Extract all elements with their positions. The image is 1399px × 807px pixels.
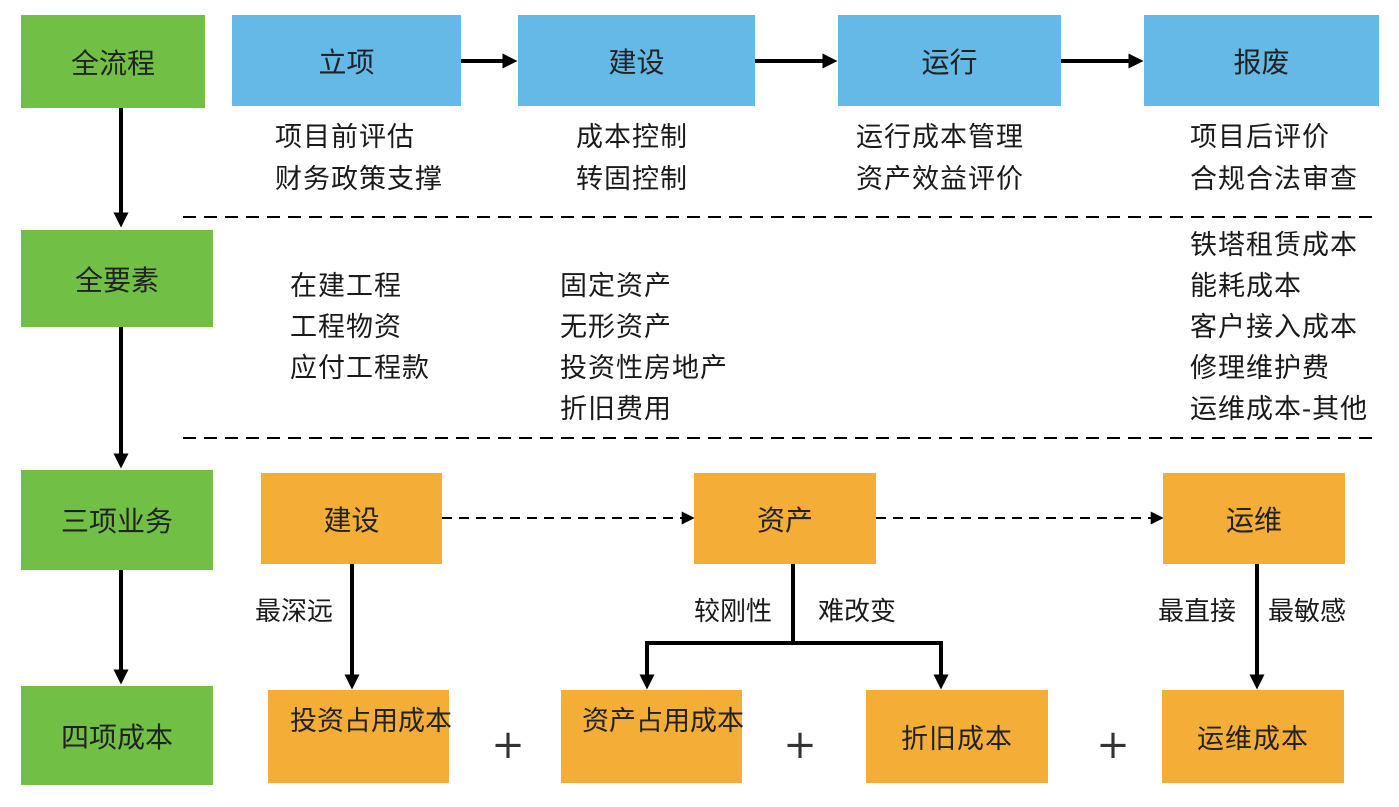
cost-label: 折旧成本 — [901, 724, 1013, 755]
dimension-box-full-elements: 全要素 — [21, 230, 213, 327]
list-item: 在建工程 — [290, 271, 402, 302]
edge-label-asset-right: 难改变 — [818, 597, 897, 627]
list-item: 铁塔租赁成本 — [1190, 230, 1358, 261]
business-label: 资产 — [756, 503, 813, 537]
list-item: 无形资产 — [560, 312, 672, 343]
list-item: 工程物资 — [290, 312, 402, 343]
business-box-asset: 资产 — [694, 473, 876, 564]
edge-label-construction: 最深远 — [255, 597, 334, 627]
element-group-construction: 在建工程 工程物资 应付工程款 — [290, 266, 430, 389]
list-item: 修理维护费 — [1190, 353, 1330, 384]
plus-operator: + — [783, 722, 817, 768]
stage-items-initiation: 项目前评估 财务政策支撑 — [275, 117, 443, 201]
list-item: 能耗成本 — [1190, 271, 1302, 302]
dimension-label: 全要素 — [74, 263, 159, 297]
stage-items-operation: 运行成本管理 资产效益评价 — [856, 117, 1024, 201]
dimension-box-full-process: 全流程 — [21, 15, 205, 108]
element-group-assets: 固定资产 无形资产 投资性房地产 折旧费用 — [560, 266, 728, 430]
dimension-label: 三项业务 — [60, 505, 173, 538]
stage-box-operation: 运行 — [838, 15, 1061, 106]
list-item: 成本控制 — [576, 122, 688, 153]
business-label: 建设 — [323, 503, 380, 537]
stage-items-retirement: 项目后评价 合规合法审查 — [1190, 117, 1358, 201]
edge-label-ops-right: 最敏感 — [1268, 597, 1347, 627]
stage-label: 立项 — [318, 45, 375, 79]
dimension-label: 四项成本 — [60, 720, 173, 754]
stage-box-retirement: 报废 — [1144, 15, 1379, 106]
list-item: 项目后评价 — [1190, 122, 1330, 153]
stage-box-initiation: 立项 — [232, 15, 461, 106]
plus-operator: + — [491, 722, 525, 768]
cost-label: 投资占用成本 — [290, 706, 452, 737]
arrow-asset-to-asset-cost — [639, 641, 795, 690]
list-item: 应付工程款 — [290, 353, 430, 384]
stage-label: 报废 — [1233, 45, 1290, 79]
list-item: 转固控制 — [576, 164, 688, 195]
edge-label-asset-left: 较刚性 — [694, 597, 773, 627]
stage-box-construction: 建设 — [518, 15, 755, 106]
cost-box-operations: 运维成本 — [1162, 690, 1344, 783]
stage-items-construction: 成本控制 转固控制 — [576, 117, 688, 201]
list-item: 投资性房地产 — [560, 353, 728, 384]
list-item: 项目前评估 — [275, 122, 415, 153]
list-item: 财务政策支撑 — [275, 164, 443, 195]
cost-label: 资产占用成本 — [582, 706, 744, 737]
stage-label: 运行 — [921, 45, 978, 79]
list-item: 资产效益评价 — [856, 164, 1024, 195]
list-item: 运维成本-其他 — [1190, 394, 1369, 425]
list-item: 合规合法审查 — [1190, 164, 1358, 195]
business-box-operations: 运维 — [1163, 473, 1345, 564]
plus-operator: + — [1096, 722, 1130, 768]
business-label: 运维 — [1225, 503, 1282, 537]
list-item: 折旧费用 — [560, 394, 672, 425]
edge-label-ops-left: 最直接 — [1158, 597, 1237, 627]
dimension-label: 全流程 — [70, 46, 155, 80]
cost-box-asset-occupancy: 资产占用成本 — [561, 690, 744, 783]
business-box-construction: 建设 — [261, 473, 442, 564]
dimension-box-four-costs: 四项成本 — [21, 686, 213, 785]
stage-label: 建设 — [608, 45, 665, 79]
dimension-box-three-businesses: 三项业务 — [21, 470, 213, 570]
list-item: 运行成本管理 — [856, 122, 1024, 153]
cost-box-depreciation: 折旧成本 — [866, 690, 1048, 783]
list-item: 客户接入成本 — [1190, 312, 1358, 343]
element-group-operations: 铁塔租赁成本 能耗成本 客户接入成本 修理维护费 运维成本-其他 — [1190, 225, 1368, 430]
list-item: 固定资产 — [560, 271, 672, 302]
cost-label: 运维成本 — [1197, 724, 1309, 755]
arrow-asset-to-depreciation-cost — [791, 641, 949, 690]
cost-box-investment-occupancy: 投资占用成本 — [268, 690, 452, 783]
